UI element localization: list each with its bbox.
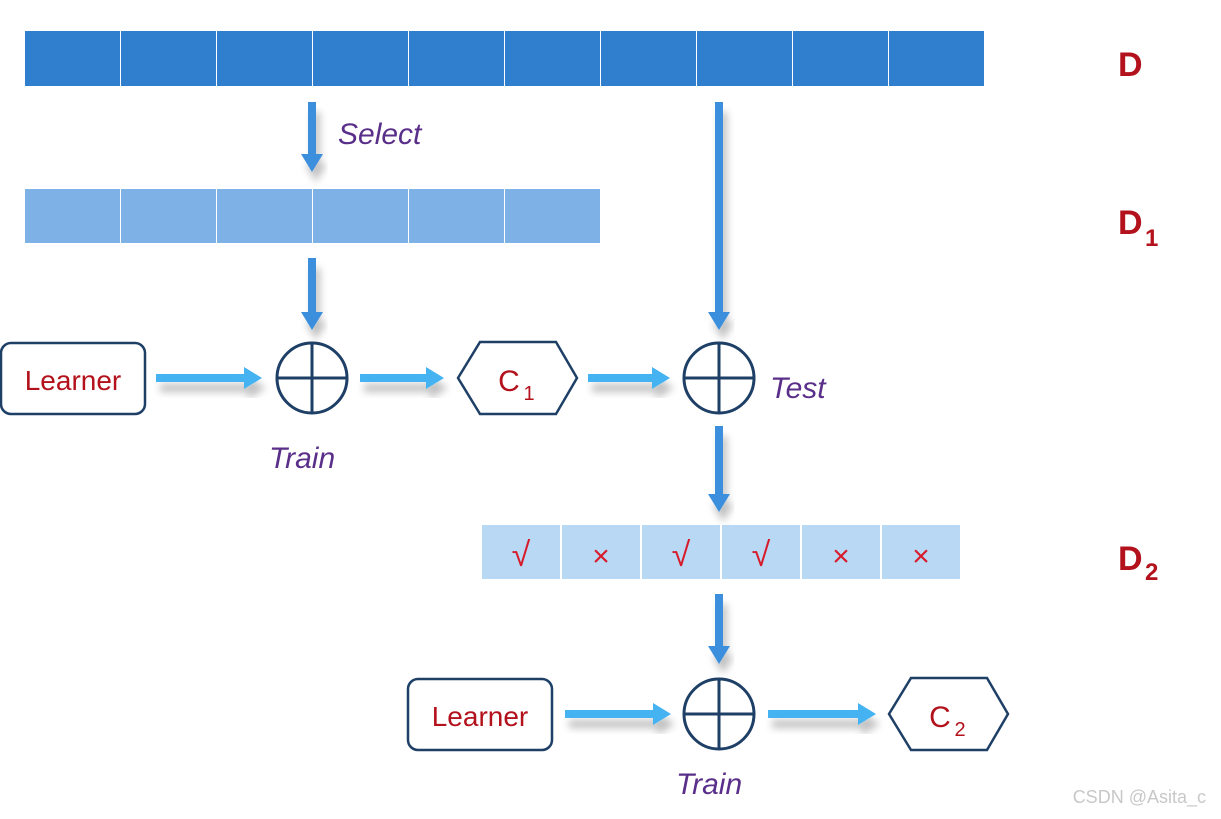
classifier-c1: C 1 bbox=[456, 340, 579, 416]
arrow-d-to-test bbox=[708, 102, 730, 330]
dataset-d-cell bbox=[889, 31, 984, 86]
result-mark: × bbox=[912, 540, 930, 573]
dataset-d-cell bbox=[697, 31, 792, 86]
watermark: CSDN @Asita_c bbox=[1073, 787, 1206, 808]
dataset-d bbox=[25, 31, 984, 86]
dataset-d-cell bbox=[217, 31, 312, 86]
result-mark: √ bbox=[752, 536, 771, 574]
arrow-train-to-c2 bbox=[768, 703, 876, 725]
dataset-d2-cell bbox=[802, 525, 880, 579]
dataset-d1-cell bbox=[217, 189, 312, 243]
classifier-c2-sub: 2 bbox=[954, 719, 965, 741]
dataset-d2-label-base: D bbox=[1118, 540, 1143, 578]
dataset-d2-cell bbox=[642, 525, 720, 579]
classifier-c1-base: C bbox=[498, 365, 520, 398]
dataset-d-cell bbox=[409, 31, 504, 86]
dataset-d1-cell bbox=[313, 189, 408, 243]
result-mark: × bbox=[592, 540, 610, 573]
arrow-train-to-c1 bbox=[360, 367, 444, 389]
dataset-d-label: D bbox=[1118, 46, 1143, 84]
dataset-d2-cell bbox=[882, 525, 960, 579]
classifier-c2-base: C bbox=[929, 701, 951, 734]
arrow-select bbox=[301, 102, 323, 172]
dataset-d1-cell bbox=[409, 189, 504, 243]
arrow-d2-to-train bbox=[708, 594, 730, 664]
dataset-d2-cell bbox=[562, 525, 640, 579]
dataset-d1-label: D 1 bbox=[1118, 204, 1158, 252]
dataset-d2-cell bbox=[722, 525, 800, 579]
dataset-d2: √ × √ √ × × bbox=[482, 525, 960, 579]
train-label-1: Train bbox=[269, 442, 335, 475]
learner-box-2: Learner bbox=[406, 677, 554, 752]
learner-label: Learner bbox=[432, 701, 529, 732]
classifier-c1-sub: 1 bbox=[523, 383, 534, 405]
dataset-d1-cell bbox=[121, 189, 216, 243]
arrow-learner2-to-train bbox=[565, 703, 671, 725]
dataset-d2-label: D 2 bbox=[1118, 540, 1158, 586]
dataset-d-cell bbox=[505, 31, 600, 86]
dataset-d1-cell bbox=[25, 189, 120, 243]
arrow-test-to-d2 bbox=[708, 426, 730, 512]
test-operator bbox=[682, 341, 756, 415]
classifier-c2: C 2 bbox=[887, 676, 1010, 752]
dataset-d1 bbox=[25, 189, 600, 243]
result-mark: √ bbox=[672, 536, 691, 574]
dataset-d-cell bbox=[313, 31, 408, 86]
dataset-d1-label-sub: 1 bbox=[1145, 225, 1158, 252]
dataset-d2-cell bbox=[482, 525, 560, 579]
select-label: Select bbox=[338, 118, 423, 151]
result-mark: × bbox=[832, 540, 850, 573]
train-operator-1 bbox=[275, 341, 349, 415]
train-label-2: Train bbox=[676, 768, 742, 801]
train-operator-2 bbox=[682, 677, 756, 751]
dataset-d-cell bbox=[793, 31, 888, 86]
dataset-d2-label-sub: 2 bbox=[1145, 559, 1158, 586]
dataset-d1-label-base: D bbox=[1118, 204, 1143, 242]
dataset-d-cell bbox=[601, 31, 696, 86]
dataset-d-cell bbox=[25, 31, 120, 86]
result-mark: √ bbox=[512, 536, 531, 574]
arrow-d1-to-train bbox=[301, 258, 323, 330]
learner-label: Learner bbox=[25, 365, 122, 396]
test-label: Test bbox=[770, 372, 827, 405]
learner-box-1: Learner bbox=[0, 341, 147, 416]
arrow-c1-to-test bbox=[588, 367, 670, 389]
arrow-learner-to-train bbox=[156, 367, 262, 389]
dataset-d-cell bbox=[121, 31, 216, 86]
dataset-d1-cell bbox=[505, 189, 600, 243]
